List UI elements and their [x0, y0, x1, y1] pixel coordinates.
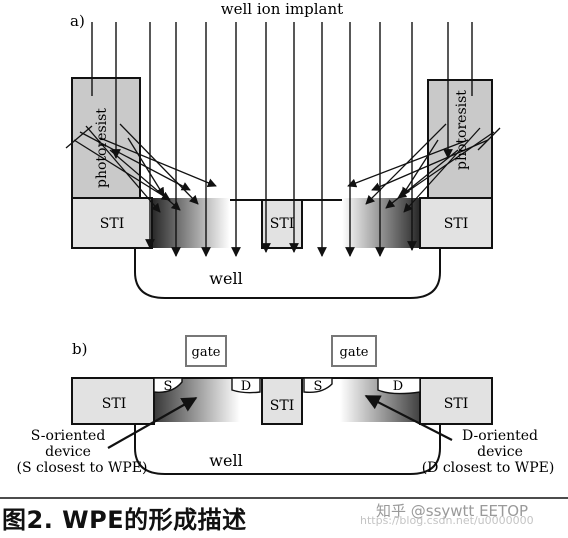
drain-right-label: D — [393, 379, 403, 394]
photoresist-left-label: photoresist — [94, 108, 110, 188]
source-right-region — [303, 377, 333, 394]
source-right-label: S — [314, 379, 323, 394]
callout-left-line2: device — [45, 444, 91, 460]
sti-right-b — [419, 377, 493, 425]
figure-caption: 图2. WPE的形成描述 — [2, 506, 247, 534]
sti-center-b — [261, 377, 303, 425]
source-left-label: S — [164, 379, 173, 394]
watermark-url: https://blog.csdn.net/u0000000 — [360, 514, 534, 527]
panel-a-label: a) — [70, 12, 85, 30]
sti-left-a-label: STI — [100, 216, 124, 232]
sti-right-a-label: STI — [444, 216, 468, 232]
scatter-arrows-right — [347, 123, 501, 213]
sti-center-a — [261, 199, 303, 249]
sti-right-a — [419, 197, 493, 249]
gate-right-label: gate — [340, 345, 369, 360]
sti-center-a-label: STI — [270, 216, 294, 232]
watermark: 知乎 @ssywtt EETOP — [376, 502, 529, 520]
drain-left-region — [231, 377, 261, 394]
photoresist-right-label: photoresist — [454, 90, 470, 170]
scatter-arrows-left — [65, 123, 217, 213]
panel-b-label: b) — [72, 340, 87, 358]
wpe-zone-left-a — [150, 198, 230, 248]
callout-left-line1: S-oriented — [31, 428, 106, 444]
source-left-region — [153, 377, 183, 393]
sti-left-b-label: STI — [102, 396, 126, 412]
implant-arrows — [91, 22, 473, 257]
drain-right-region — [377, 377, 421, 395]
sti-center-b-label: STI — [270, 398, 294, 414]
sti-left-b — [71, 377, 155, 425]
well-a-label: well — [209, 269, 242, 288]
callout-right-line2: device — [477, 444, 523, 460]
callout-right-line1: D-oriented — [462, 428, 538, 444]
drain-left-label: D — [241, 379, 251, 394]
callout-left-line3: (S closest to WPE) — [17, 460, 148, 476]
sti-right-b-label: STI — [444, 396, 468, 412]
callout-right-line3: (D closest to WPE) — [422, 460, 555, 476]
top-title: well ion implant — [221, 0, 343, 18]
gate-left — [185, 335, 227, 367]
gate-left-label: gate — [192, 345, 221, 360]
well-b-label: well — [209, 451, 242, 470]
sti-left-a — [71, 197, 153, 249]
gate-right — [331, 335, 377, 367]
photoresist-right — [427, 79, 493, 199]
callout-arrow-left — [107, 397, 198, 449]
callout-arrow-right — [364, 395, 453, 441]
